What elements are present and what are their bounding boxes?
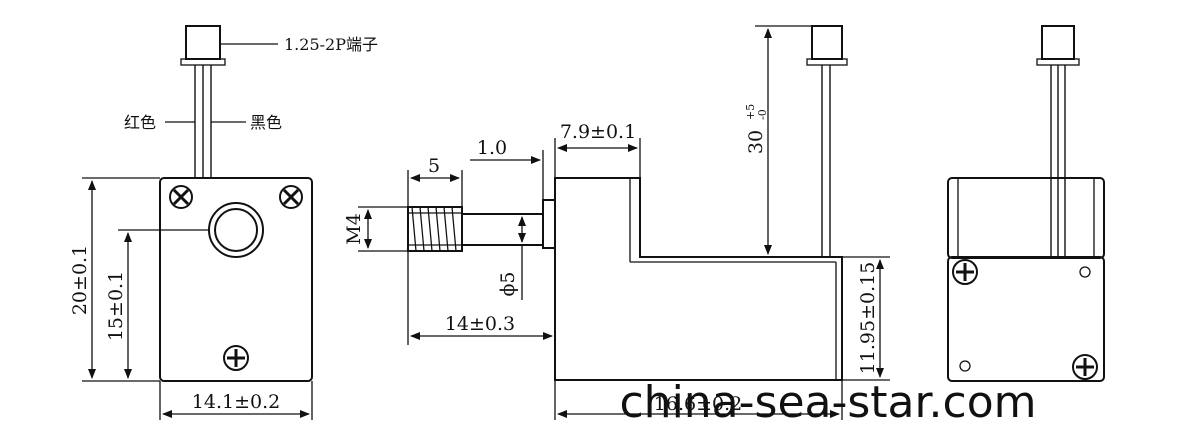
plate-offset-dim: 7.9±0.1 [560, 121, 636, 143]
front-hole-height-dim: 15±0.1 [105, 271, 127, 341]
wire-length-dim: 30 +5 -0 [744, 104, 769, 154]
side-body [554, 177, 843, 381]
connector-label: 1.25-2P端子 [284, 35, 378, 54]
body-width-dim: 16.6±0.2 [654, 393, 742, 415]
black-wire-label: 黑色 [250, 113, 282, 132]
svg-text:-0: -0 [756, 109, 769, 120]
svg-text:+5: +5 [744, 104, 757, 120]
body-height-dim: 11.95±0.15 [857, 262, 879, 375]
screw-top-left [169, 185, 193, 209]
side-connector [811, 25, 843, 60]
front-view [82, 25, 313, 420]
shaft-diameter-dim: ϕ5 [497, 271, 519, 296]
screw-top-right [279, 185, 303, 209]
front-height-dim: 20±0.1 [69, 245, 91, 315]
front-body [159, 177, 313, 382]
rear-hole-bottom [959, 360, 971, 372]
shaft [462, 213, 543, 246]
rear-body-top [947, 177, 1105, 259]
plunger-hole-inner [214, 208, 258, 252]
shoulder-length-dim: 1.0 [477, 137, 507, 159]
rear-body-plate [947, 256, 1105, 382]
rear-screw-bottom [1072, 354, 1098, 380]
plunger-hole-outer [208, 202, 264, 258]
screw-bottom [223, 345, 249, 371]
flange [542, 199, 556, 249]
thread-size-dim: M4 [343, 213, 365, 245]
rear-hole-top [1079, 266, 1091, 278]
threaded-end [407, 206, 463, 252]
connector-housing [185, 25, 221, 60]
front-width-dim: 14.1±0.2 [192, 391, 280, 413]
watermark: china-sea-star.com [619, 377, 1036, 428]
thread-length-dim: 5 [428, 155, 440, 177]
side-view [358, 25, 890, 420]
rear-view [947, 25, 1105, 382]
plunger-length-dim: 14±0.3 [445, 313, 515, 335]
svg-text:30: 30 [745, 130, 767, 154]
red-wire-label: 红色 [124, 113, 156, 132]
rear-screw-top [952, 259, 978, 285]
rear-connector [1041, 25, 1075, 60]
